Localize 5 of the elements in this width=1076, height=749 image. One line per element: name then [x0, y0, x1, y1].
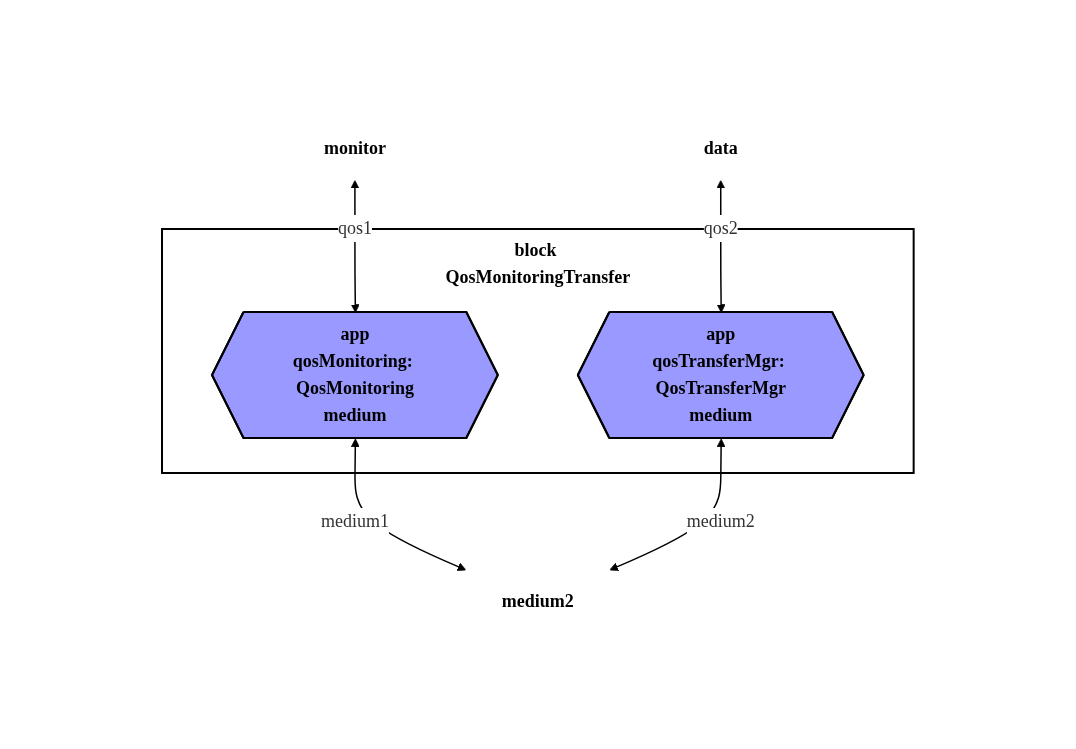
node-text: monitor — [324, 137, 387, 158]
edge-label: medium1 — [321, 510, 390, 531]
node-text: medium2 — [502, 590, 574, 611]
edge-label: medium2 — [686, 510, 755, 531]
node-text: data — [703, 137, 738, 158]
